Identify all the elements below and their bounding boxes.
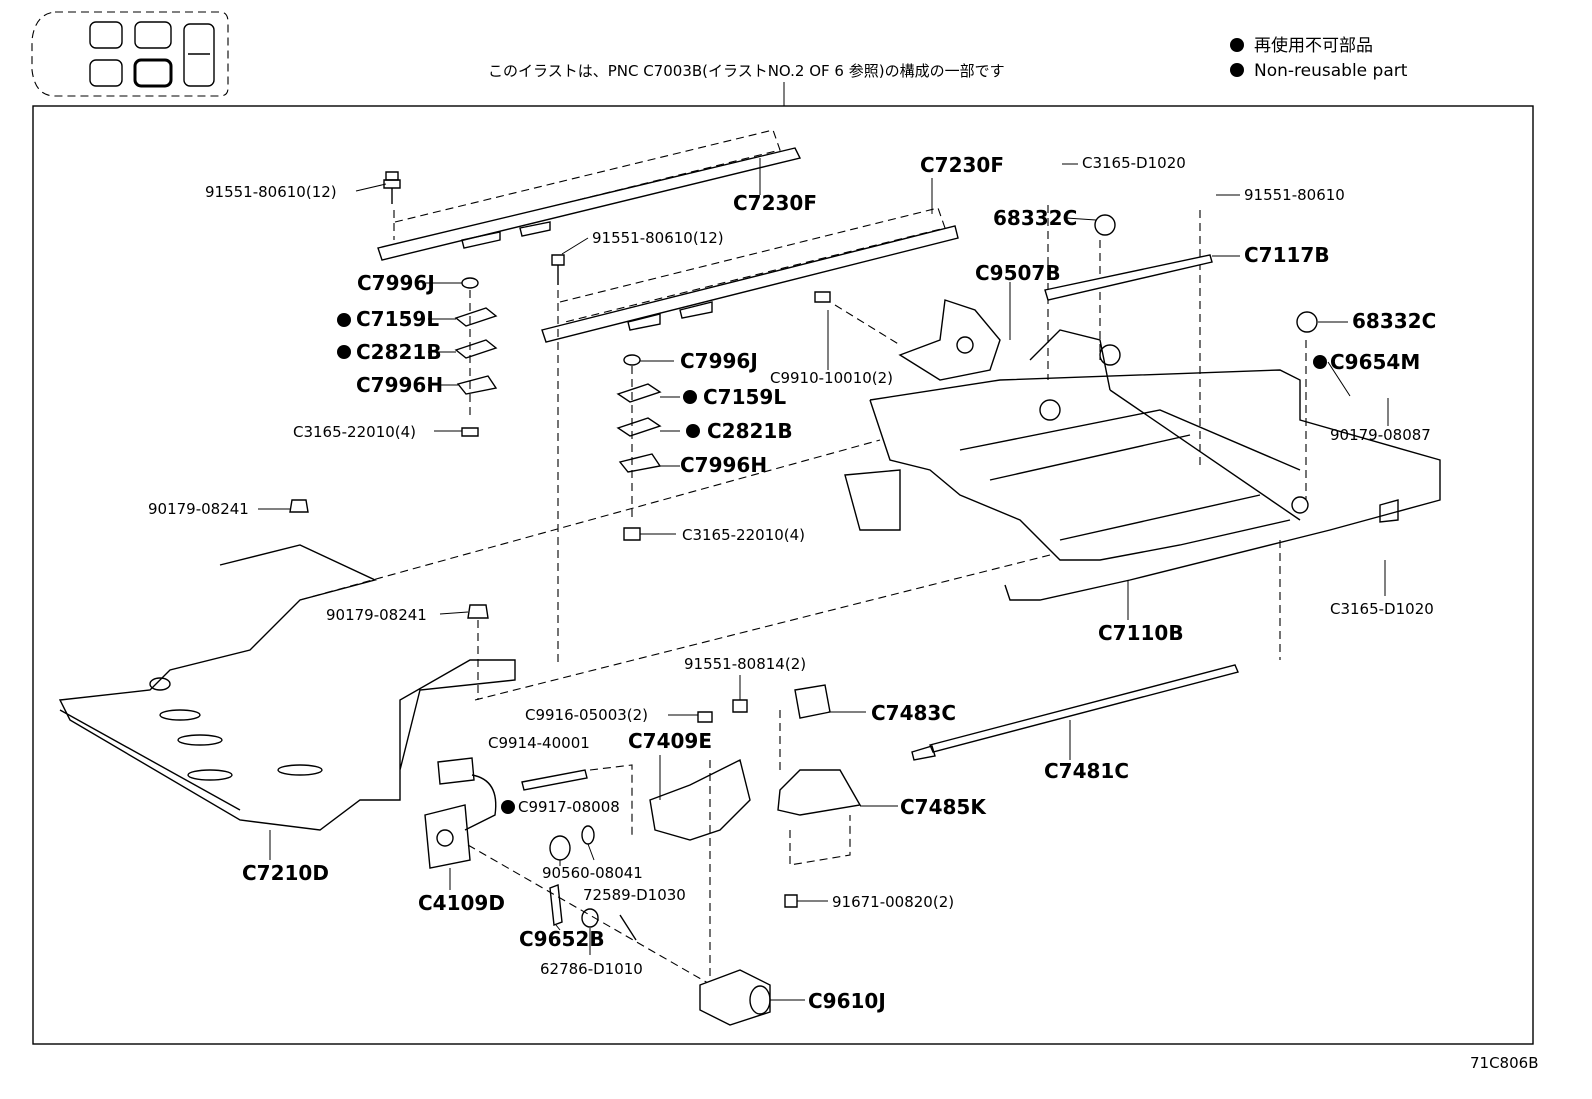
part-label[interactable]: 90179-08241 [326, 606, 427, 624]
part-label[interactable]: 68332C [1352, 309, 1436, 333]
part-label[interactable]: C3165-D1020 [1082, 154, 1186, 172]
part-label[interactable]: C7110B [1098, 621, 1184, 645]
part-label[interactable]: 72589-D1030 [583, 886, 686, 904]
part-label[interactable]: C9917-08008 [518, 798, 620, 816]
part-label[interactable]: C7210D [242, 861, 329, 885]
gear-block [794, 684, 831, 719]
part-label[interactable]: C7481C [1044, 759, 1129, 783]
part-label[interactable]: 91551-80610(12) [205, 183, 337, 201]
part-label[interactable]: C3165-22010(4) [293, 423, 416, 441]
rod-icon [619, 914, 637, 941]
part-label[interactable]: C7230F [920, 153, 1004, 177]
bushing-icon [1296, 311, 1318, 333]
legend-en: Non-reusable part [1254, 61, 1408, 81]
pin-icon [521, 769, 588, 791]
part-label[interactable]: 90179-08087 [1330, 426, 1431, 444]
part-label[interactable]: 90179-08241 [148, 500, 249, 518]
pin-icon [549, 884, 563, 926]
part-label[interactable]: C7117B [1244, 243, 1330, 267]
part-label[interactable]: C2821B [707, 419, 793, 443]
part-label[interactable]: C7409E [628, 729, 712, 753]
nut-icon [467, 604, 489, 619]
nut-icon [549, 835, 571, 861]
rail-cover-front [541, 207, 959, 343]
bolt-stack-right [551, 254, 662, 665]
non-reusable-dot-icon [337, 313, 351, 327]
non-reusable-dot-icon [1313, 355, 1327, 369]
part-label[interactable]: 62786-D1010 [540, 960, 643, 978]
screw-icon [784, 894, 798, 908]
part-label[interactable]: 91671-00820(2) [832, 893, 954, 911]
illustration-code: 71C806B [1470, 1054, 1538, 1072]
part-label[interactable]: 68332C [993, 206, 1077, 230]
part-label[interactable]: C7996J [357, 271, 435, 295]
non-reusable-dot-icon [337, 345, 351, 359]
part-label[interactable]: 91551-80814(2) [684, 655, 806, 673]
non-reusable-dot-icon [1230, 63, 1244, 77]
part-label[interactable]: C7996H [356, 373, 443, 397]
part-label[interactable]: C9916-05003(2) [525, 706, 648, 724]
gear-bracket [777, 769, 862, 816]
legend: 再使用不可部品 Non-reusable part [1230, 35, 1408, 81]
part-label[interactable]: C2821B [356, 340, 442, 364]
recliner-bracket [814, 291, 1001, 381]
motor-bracket [649, 758, 751, 841]
drive-shaft [911, 664, 1239, 761]
part-label[interactable]: C3165-D1020 [1330, 600, 1434, 618]
seat-track-frame [844, 205, 1441, 660]
part-label[interactable]: 90560-08041 [542, 864, 643, 882]
rail-bar [1044, 254, 1213, 301]
rail-cover-rear [377, 129, 802, 261]
washer-icon [581, 825, 595, 845]
bushing-icon [1094, 214, 1116, 236]
part-label[interactable]: C7996H [680, 453, 767, 477]
part-label[interactable]: C9507B [975, 261, 1061, 285]
part-label[interactable]: C7483C [871, 701, 956, 725]
non-reusable-dot-icon [686, 424, 700, 438]
non-reusable-dot-icon [1230, 38, 1244, 52]
seat-motor [699, 969, 771, 1026]
legend-jp: 再使用不可部品 [1254, 35, 1373, 56]
bolt-stack-left [383, 171, 498, 437]
part-label[interactable]: C7996J [680, 349, 758, 373]
position-sensor [424, 757, 497, 869]
part-label[interactable]: C7159L [703, 385, 786, 409]
nut-icon [289, 499, 309, 513]
part-label[interactable]: 91551-80610 [1244, 186, 1345, 204]
base-frame [58, 439, 1051, 831]
part-label[interactable]: C9652B [519, 927, 605, 951]
part-label[interactable]: 91551-80610(12) [592, 229, 724, 247]
non-reusable-dot-icon [683, 390, 697, 404]
screw-icon [732, 699, 748, 713]
part-label[interactable]: C9914-40001 [488, 734, 590, 752]
part-label[interactable]: C7485K [900, 795, 987, 819]
part-label[interactable]: C9910-10010(2) [770, 369, 893, 387]
part-label[interactable]: C7159L [356, 307, 439, 331]
part-label[interactable]: C3165-22010(4) [682, 526, 805, 544]
seat-locator-thumbnail [31, 11, 229, 97]
non-reusable-dot-icon [501, 800, 515, 814]
part-label[interactable]: C9610J [808, 989, 886, 1013]
screw-icon [697, 711, 713, 723]
illustration-caption: このイラストは、PNC C7003B(イラストNO.2 OF 6 参照)の構成の… [488, 62, 1005, 80]
part-label[interactable]: C4109D [418, 891, 505, 915]
diagram-frame [32, 105, 1534, 1045]
leader-lines [258, 158, 1389, 1001]
part-label[interactable]: C9654M [1330, 350, 1420, 374]
part-label[interactable]: C7230F [733, 191, 817, 215]
